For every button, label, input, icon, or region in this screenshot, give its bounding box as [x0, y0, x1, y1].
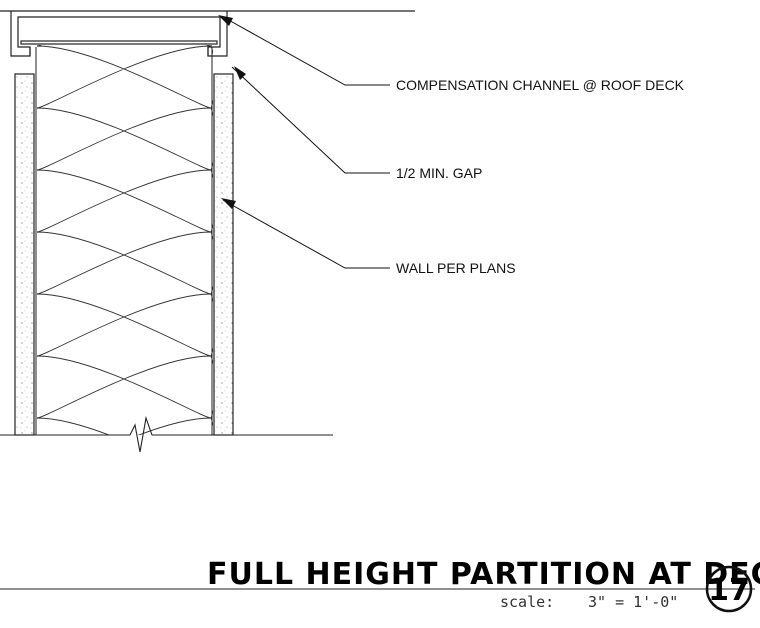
detail-number: 17 — [708, 573, 750, 608]
scale-value: 3" = 1'-0" — [588, 593, 678, 611]
leader-lines — [222, 17, 390, 269]
callout-min-gap: 1/2 MIN. GAP — [396, 165, 482, 181]
gypsum-board-left — [14, 73, 35, 436]
gypsum-board-right — [213, 73, 234, 436]
insulation-loops — [37, 45, 213, 435]
detail-number-circle — [705, 565, 753, 613]
callout-compensation-channel: COMPENSATION CHANNEL @ ROOF DECK — [396, 77, 685, 93]
scale-label: scale: — [500, 593, 554, 611]
compensation-channel — [10, 11, 228, 57]
arrowheads — [218, 15, 246, 209]
floor-line — [0, 415, 333, 453]
batt-insulation — [37, 45, 213, 435]
detail-title: FULL HEIGHT PARTITION AT DECK — [207, 557, 760, 592]
callout-wall-per-plans: WALL PER PLANS — [396, 260, 516, 276]
